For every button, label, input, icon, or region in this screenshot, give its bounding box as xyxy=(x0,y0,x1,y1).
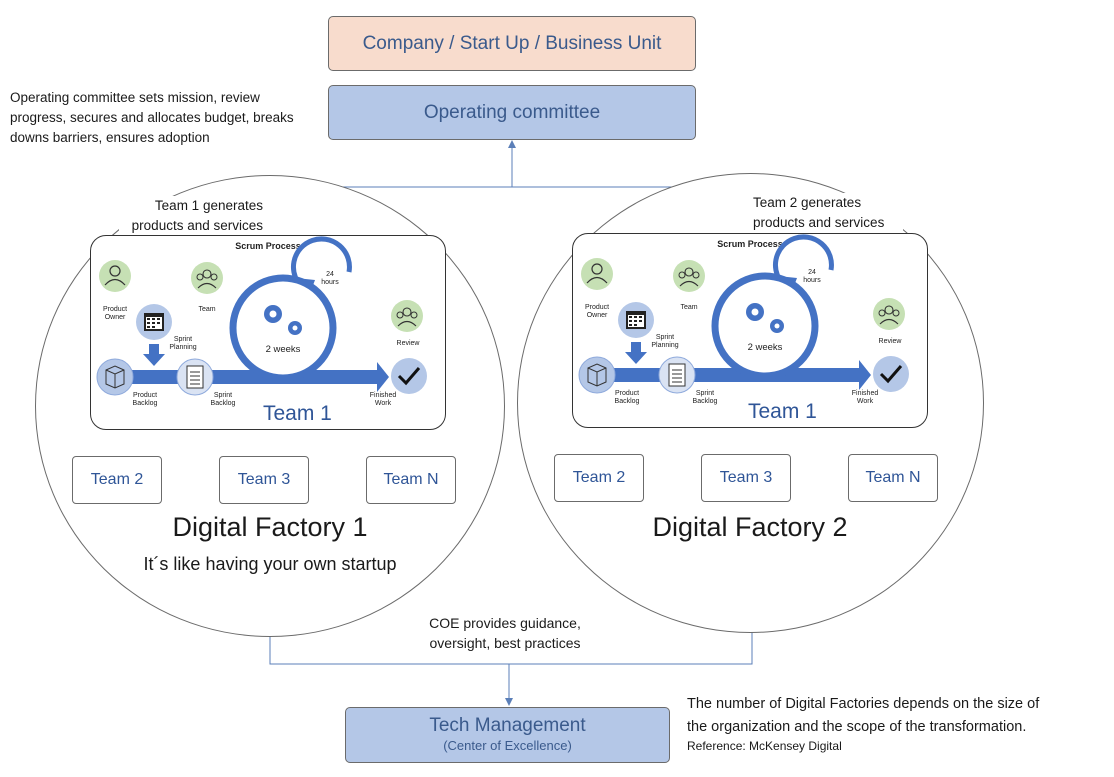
scrum-diagram-1 xyxy=(96,236,427,396)
planning-down-arrow xyxy=(625,342,647,364)
tech-management-subtitle: (Center of Excellence) xyxy=(443,738,572,753)
team-3-box: Team 3 xyxy=(219,456,309,504)
team-2-box: Team 2 xyxy=(554,454,644,502)
arrowhead-up xyxy=(508,140,516,148)
review-label: Review xyxy=(878,338,902,345)
review-icon xyxy=(873,298,905,330)
planning-down-arrow xyxy=(143,344,165,366)
checkmark-icon xyxy=(873,356,909,392)
product-backlog-icon xyxy=(578,356,616,394)
product-owner-icon xyxy=(99,260,131,292)
team1-generates-note: Team 1 generates products and services xyxy=(119,196,263,236)
sprint-backlog-icon xyxy=(176,358,214,396)
calendar-icon xyxy=(618,302,654,338)
scrum-diagram-2 xyxy=(578,234,909,394)
tech-management-title: Tech Management xyxy=(429,715,586,736)
hours-loop xyxy=(291,236,352,290)
checkmark-icon xyxy=(391,358,427,394)
weeks-label: 2 weeks xyxy=(747,342,783,353)
calendar-icon xyxy=(136,304,172,340)
team-label-small: Team xyxy=(198,306,216,313)
scrum-process-panel-1: Scrum Process xyxy=(90,235,446,430)
team1-label: Team 1 xyxy=(263,402,332,425)
team-n-box: Team N xyxy=(366,456,456,504)
product-backlog-icon xyxy=(96,358,134,396)
team2-generates-note: Team 2 generates products and services xyxy=(753,193,903,233)
reference: Reference: McKensey Digital xyxy=(687,739,842,753)
footnote: The number of Digital Factories depends … xyxy=(687,696,1040,735)
tech-management-box: Tech Management (Center of Excellence) xyxy=(345,707,670,763)
flow-arrow-shaft xyxy=(105,370,377,384)
gears-icon xyxy=(746,303,784,333)
scrum-process-panel-2: Scrum Process xyxy=(572,233,928,428)
arrowhead-down xyxy=(505,698,513,706)
flow-arrow-shaft xyxy=(587,368,859,382)
team-2-box: Team 2 xyxy=(72,456,162,504)
review-label: Review xyxy=(396,340,420,347)
team-3-box: Team 3 xyxy=(701,454,791,502)
review-icon xyxy=(391,300,423,332)
flow-arrow-head xyxy=(859,360,871,390)
team-icon xyxy=(673,260,705,292)
operating-committee-box: Operating committee xyxy=(328,85,696,140)
team-icon xyxy=(191,262,223,294)
team-label-small: Team xyxy=(680,304,698,311)
product-owner-icon xyxy=(581,258,613,290)
sprint-backlog-icon xyxy=(658,356,696,394)
coe-note: COE provides guidance, oversight, best p… xyxy=(429,615,581,651)
flow-arrow-head xyxy=(377,362,389,392)
sprint-ring xyxy=(711,272,819,380)
scrum-title: Scrum Process xyxy=(235,241,301,251)
gears-icon xyxy=(264,305,302,335)
operating-committee-note: Operating committee sets mission, review… xyxy=(10,90,294,145)
company-box: Company / Start Up / Business Unit xyxy=(328,16,696,71)
digital-factory-1-tagline: It´s like having your own startup xyxy=(143,554,397,574)
weeks-label: 2 weeks xyxy=(265,344,301,355)
hours-loop xyxy=(773,234,834,288)
team-n-box: Team N xyxy=(848,454,938,502)
digital-factory-1-title: Digital Factory 1 xyxy=(172,512,368,542)
scrum-title: Scrum Process xyxy=(717,239,783,249)
digital-factory-2-title: Digital Factory 2 xyxy=(652,512,848,542)
sprint-ring xyxy=(229,274,337,382)
team1-label: Team 1 xyxy=(748,400,817,423)
